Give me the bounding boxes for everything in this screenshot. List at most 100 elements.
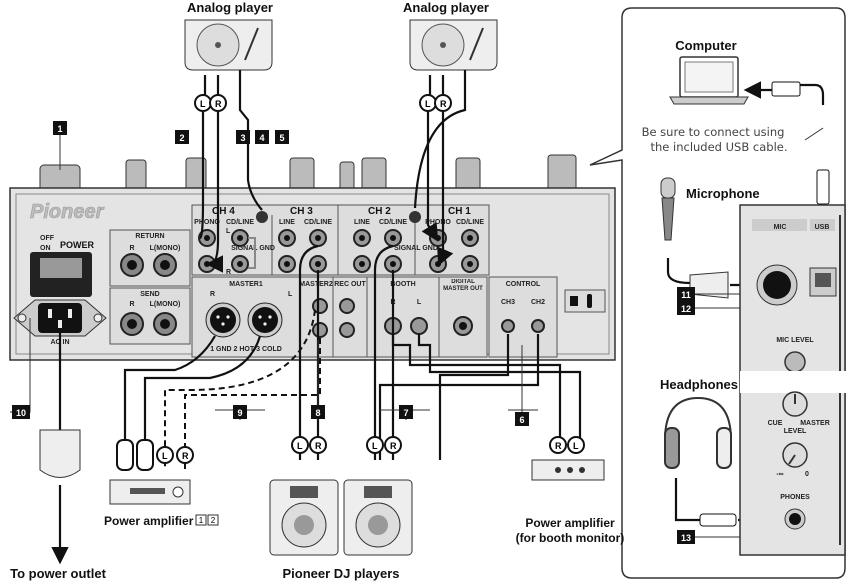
callout-12: 12 (677, 301, 695, 315)
ac-plug (39, 429, 81, 478)
return-r-label: R (129, 245, 134, 252)
control-label: CONTROL (506, 281, 541, 288)
svg-text:8: 8 (315, 408, 320, 418)
ch4-phono-label: PHONO (194, 219, 220, 226)
callout-9: 9 (233, 405, 247, 419)
level-min-label: -∞ (776, 471, 783, 478)
ch4-label: CH 4 (212, 206, 235, 217)
mic-level-knob[interactable] (784, 351, 806, 373)
svg-text:L: L (200, 99, 206, 109)
send-label: SEND (140, 291, 159, 298)
ch3-label: CH 3 (290, 206, 313, 217)
svg-text:L: L (162, 451, 168, 461)
digital-master-out-label: DIGITAL MASTER OUT (443, 279, 483, 292)
master1-r-label: R (210, 291, 215, 298)
svg-text:2: 2 (179, 133, 184, 143)
xlr-pinout-label: 1 GND 2 HOT 3 COLD (210, 346, 282, 353)
svg-text:3: 3 (240, 133, 245, 143)
ch2-cdline-label: CD/LINE (379, 219, 407, 226)
power-off-label: OFF (40, 235, 55, 242)
svg-text:11: 11 (681, 290, 691, 300)
power-label: POWER (60, 240, 95, 250)
svg-text:R: R (555, 441, 562, 451)
pioneer-dj-players-label: Pioneer DJ players (282, 566, 399, 581)
svg-text:L: L (372, 441, 378, 451)
note-ref-1: 1 (199, 516, 204, 525)
svg-text:9: 9 (237, 408, 242, 418)
to-power-outlet-label: To power outlet (10, 566, 106, 581)
svg-text:10: 10 (16, 408, 26, 418)
control-ch3-jack[interactable] (501, 319, 515, 333)
svg-text:12: 12 (681, 304, 691, 314)
level-label: LEVEL (784, 428, 807, 435)
analog-player-left: Analog player (184, 0, 273, 71)
booth-label: BOOTH (390, 281, 415, 288)
mixer-rear-panel: Pioneer OFF ON POWER AC IN RETURN R L(MO… (9, 187, 616, 361)
callout-7: 7 (399, 405, 413, 419)
callout-1: 1 (53, 121, 67, 135)
master2-l-jack[interactable] (312, 298, 328, 314)
callout-13: 13 (677, 530, 695, 544)
cue-label: CUE (768, 420, 783, 427)
master2-r-jack[interactable] (312, 322, 328, 338)
ch1-label: CH 1 (448, 206, 471, 217)
usb-label: USB (815, 224, 830, 231)
svg-text:13: 13 (681, 533, 691, 543)
svg-text:4: 4 (259, 133, 264, 143)
callout-4: 4 (255, 130, 269, 144)
security-slot (587, 294, 592, 308)
svg-text:R: R (440, 99, 447, 109)
analog-player-left-label: Analog player (187, 0, 273, 15)
callout-badges: 1 2 3 4 5 6 7 8 9 10 11 12 13 (12, 121, 695, 544)
front-panel: Computer Be sure to connect using the in… (642, 38, 846, 556)
usb-note-line1: Be sure to connect using (642, 125, 785, 139)
ch2-label: CH 2 (368, 206, 391, 217)
svg-text:R: R (315, 441, 322, 451)
headphones-label: Headphones (660, 377, 738, 392)
svg-text:5: 5 (279, 133, 284, 143)
laptop-icon (669, 56, 749, 105)
master1-label: MASTER1 (229, 281, 263, 288)
signal-gnd-terminal-ch34[interactable] (256, 211, 268, 223)
control-ch3-label: CH3 (501, 299, 515, 306)
microphone-icon (660, 177, 676, 241)
ch4-cdline-label: CD/LINE (226, 219, 254, 226)
booth-amp-label-2: (for booth monitor) (516, 531, 625, 545)
callout-6: 6 (515, 412, 529, 426)
note-ref-2: 2 (211, 516, 216, 525)
svg-text:R: R (390, 441, 397, 451)
booth-l-jack[interactable] (410, 317, 428, 335)
lock-icon (570, 296, 578, 306)
master2-label: MASTER2 (299, 281, 333, 288)
headphones-icon (664, 396, 732, 469)
master-label: MASTER (800, 420, 830, 427)
rec-out-l-jack[interactable] (339, 298, 355, 314)
signal-gnd-terminal-ch12[interactable] (409, 211, 421, 223)
return-label: RETURN (135, 233, 164, 240)
booth-l-label: L (417, 299, 422, 306)
callout-11: 11 (677, 287, 695, 301)
return-l-label: L(MONO) (150, 245, 181, 252)
power-amplifier-label: Power amplifier (104, 514, 194, 528)
level-max-label: 0 (805, 471, 809, 478)
computer-label: Computer (675, 38, 736, 53)
jack-r-label: R (226, 269, 231, 276)
control-ch2-jack[interactable] (531, 319, 545, 333)
send-r-label: R (129, 301, 134, 308)
master1-l-label: L (288, 291, 293, 298)
ch1-cdline-label: CD/LINE (456, 219, 484, 226)
analog-player-right-label: Analog player (403, 0, 489, 15)
ch2-line-label: LINE (354, 219, 370, 226)
svg-text:R: R (182, 451, 189, 461)
callout-3: 3 (236, 130, 250, 144)
callout-10: 10 (12, 405, 30, 419)
ac-in-socket[interactable] (13, 299, 107, 337)
rec-out-label: REC OUT (334, 281, 366, 288)
rec-out-r-jack[interactable] (339, 322, 355, 338)
mic-label: MIC (774, 224, 787, 231)
pioneer-logo: Pioneer (30, 201, 105, 223)
power-amplifier: L R Power amplifier 1 2 (104, 439, 219, 528)
jack-l-label: L (226, 228, 231, 235)
